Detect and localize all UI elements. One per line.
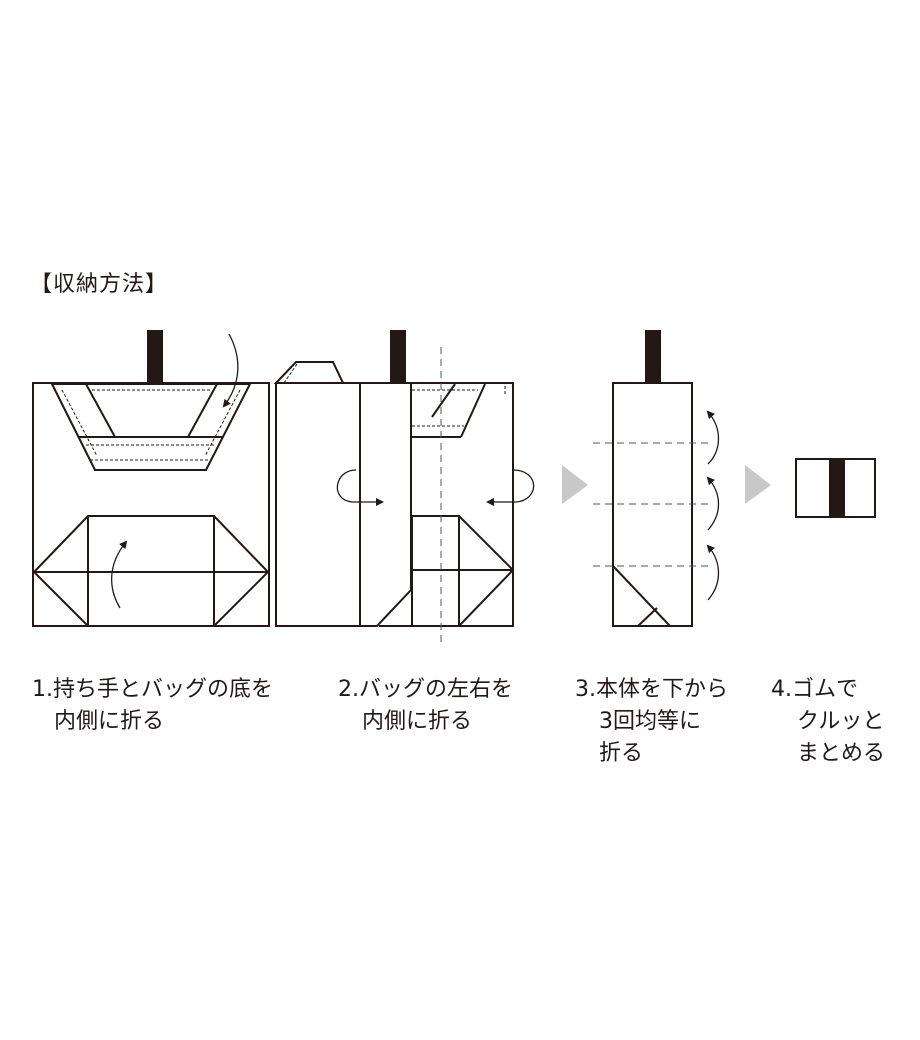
step-2-line-2: 内側に折る — [362, 709, 473, 734]
step-1-line-1: 1.持ち手とバッグの底を — [32, 677, 274, 702]
step-4-line-1: 4.ゴムで — [771, 677, 859, 702]
right-flap — [359, 382, 412, 627]
step-3-line-2: 3回均等に — [599, 709, 701, 734]
section-title: 【収納方法】 — [30, 272, 169, 297]
fold-arrow-up — [110, 540, 128, 609]
step-3-line-3: 折る — [599, 741, 644, 766]
elastic-band — [829, 459, 845, 517]
step-1-line-2: 内側に折る — [54, 709, 165, 734]
handle-3 — [645, 330, 661, 382]
step-2-line-1: 2.バッグの左右を — [338, 677, 514, 702]
step-3-caption: 3.本体を下から 3回均等に 折る — [575, 674, 728, 770]
next-arrow-1 — [562, 465, 588, 504]
figure-step-3 — [593, 330, 720, 627]
fold-arrow-down — [222, 333, 239, 408]
folded-handle-band — [50, 383, 252, 471]
step-4-caption: 4.ゴムで クルッと まとめる — [771, 674, 885, 770]
step-2-caption: 2.バッグの左右を 内側に折る — [338, 674, 513, 738]
step-3-line-1: 3.本体を下から — [575, 677, 729, 702]
handle-1 — [147, 330, 163, 382]
figure-step-4 — [795, 458, 876, 518]
step-1-caption: 1.持ち手とバッグの底を 内側に折る — [32, 674, 273, 738]
fold-arrow-left — [336, 469, 384, 506]
left-flap — [275, 382, 361, 627]
bag-body-1 — [32, 382, 270, 627]
next-arrow-2 — [745, 465, 771, 504]
step-4-line-3: まとめる — [797, 741, 886, 766]
figure-step-1 — [32, 330, 270, 627]
handle-2 — [390, 330, 406, 382]
figure-step-2 — [273, 330, 535, 646]
fold-arrow-right — [486, 469, 535, 506]
step-4-line-2: クルッと — [797, 709, 885, 734]
